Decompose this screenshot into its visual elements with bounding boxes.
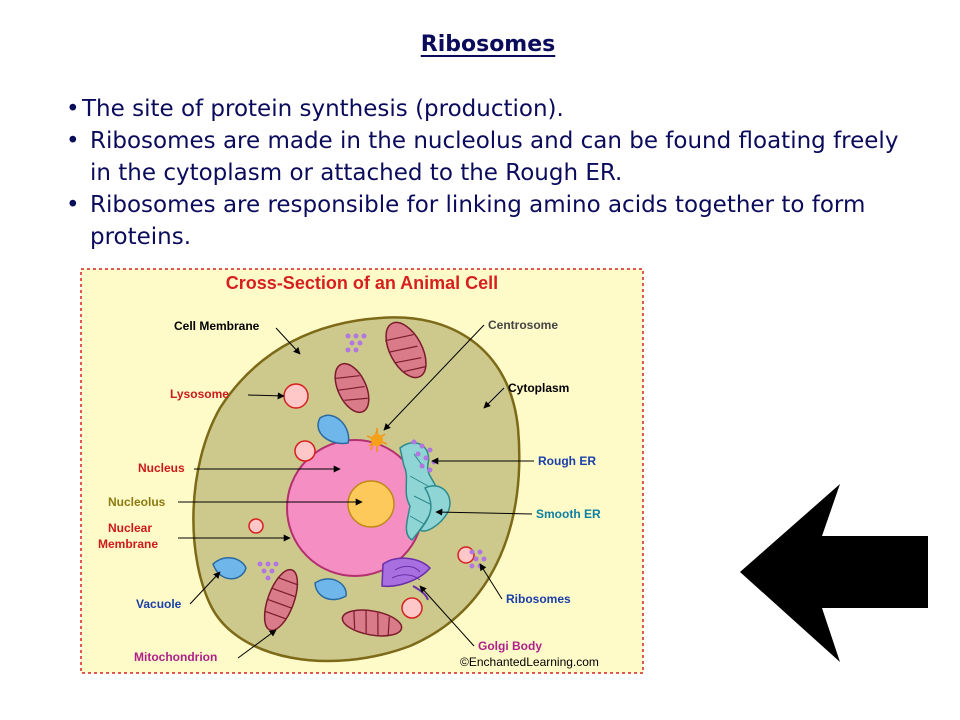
bullet-item: •The site of protein synthesis (producti… bbox=[64, 93, 924, 125]
vacuole bbox=[317, 414, 350, 445]
left-arrow-icon bbox=[740, 484, 928, 662]
animal-cell-diagram: Cross-Section of an Animal Cell bbox=[80, 268, 644, 674]
bullet-dot-icon: • bbox=[66, 128, 80, 154]
leader-ribosomes bbox=[479, 563, 503, 600]
ribosomes bbox=[257, 561, 279, 581]
label-nuclear-membrane-1: Nuclear bbox=[108, 521, 152, 535]
label-vacuole: Vacuole bbox=[136, 597, 182, 611]
vacuole bbox=[212, 557, 247, 580]
mitochondrion bbox=[334, 362, 370, 414]
centrosome bbox=[366, 428, 388, 452]
label-rough-er: Rough ER bbox=[538, 454, 596, 468]
leader-mitochondrion bbox=[237, 629, 277, 659]
bullet-item: •Ribosomes are responsible for linking a… bbox=[64, 189, 924, 253]
leader-cell-membrane bbox=[275, 327, 301, 355]
leader-vacuole bbox=[189, 571, 221, 605]
label-cytoplasm: Cytoplasm bbox=[508, 381, 569, 395]
label-nucleolus: Nucleolus bbox=[108, 495, 166, 509]
lysosome bbox=[283, 383, 309, 409]
lysosome bbox=[294, 440, 316, 462]
bullet-dot-icon: • bbox=[66, 96, 80, 122]
leader-golgi-body bbox=[419, 585, 475, 647]
leader-centrosome bbox=[383, 324, 485, 431]
nucleolus bbox=[347, 480, 395, 528]
diagram-credit: ©EnchantedLearning.com bbox=[460, 655, 599, 669]
label-ribosomes: Ribosomes bbox=[506, 592, 571, 606]
lysosome bbox=[457, 546, 475, 564]
mitochondrion bbox=[385, 321, 427, 379]
label-mitochondrion: Mitochondrion bbox=[134, 650, 217, 664]
leader-lysosome bbox=[247, 392, 285, 400]
slide-title: Ribosomes bbox=[420, 32, 556, 57]
label-centrosome: Centrosome bbox=[488, 318, 558, 332]
diagram-title: Cross-Section of an Animal Cell bbox=[226, 273, 498, 293]
leader-cytoplasm bbox=[483, 387, 505, 409]
mitochondrion bbox=[341, 609, 403, 637]
smooth-er bbox=[418, 485, 451, 532]
label-smooth-er: Smooth ER bbox=[536, 507, 601, 521]
lysosome bbox=[401, 597, 423, 619]
lysosome bbox=[248, 518, 264, 534]
bullet-list: •The site of protein synthesis (producti… bbox=[64, 93, 924, 253]
bullet-dot-icon: • bbox=[66, 192, 80, 218]
label-nuclear-membrane-2: Membrane bbox=[98, 537, 158, 551]
leader-smooth-er bbox=[435, 508, 533, 516]
vacuole bbox=[314, 578, 347, 601]
bullet-item: •Ribosomes are made in the nucleolus and… bbox=[64, 125, 924, 189]
label-lysosome: Lysosome bbox=[170, 387, 229, 401]
label-cell-membrane: Cell Membrane bbox=[174, 319, 260, 333]
ribosomes bbox=[345, 333, 367, 353]
label-nucleus: Nucleus bbox=[138, 461, 185, 475]
label-golgi-body: Golgi Body bbox=[478, 639, 542, 653]
